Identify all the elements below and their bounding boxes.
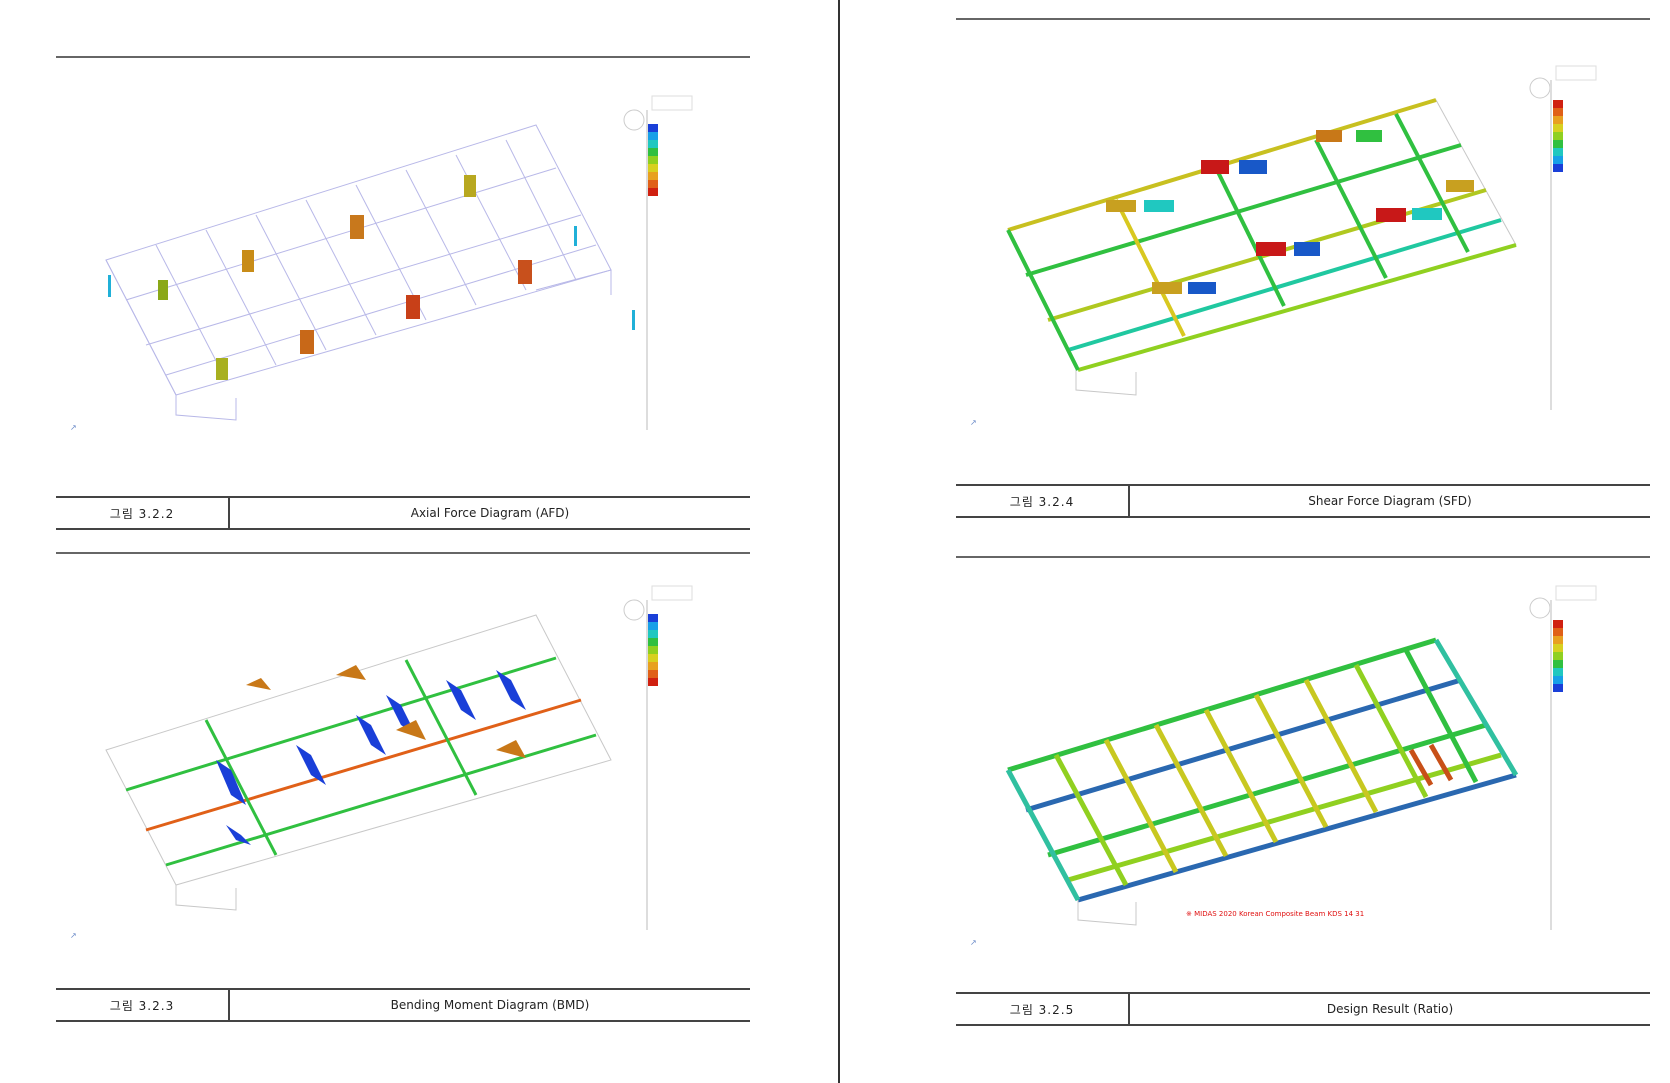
figure-bending-moment: ↗ — [56, 580, 750, 960]
caption-shear-force: 그림 3.2.4 Shear Force Diagram (SFD) — [956, 484, 1650, 518]
caption-number: 그림 3.2.5 — [956, 994, 1130, 1024]
ratio-legend — [1529, 585, 1597, 930]
mid-rule-left — [56, 552, 750, 554]
figure-axial-force: ↗ — [56, 90, 750, 470]
sfd-model-render: ↗ — [970, 65, 1597, 427]
bmd-model-render: ↗ — [70, 585, 693, 940]
bmd-moment-lobes — [216, 665, 526, 845]
bmd-legend — [623, 585, 693, 930]
bmd-axis-icon: ↗ — [70, 931, 77, 940]
sfd-members — [1006, 98, 1517, 372]
caption-number: 그림 3.2.3 — [56, 990, 230, 1020]
caption-number: 그림 3.2.2 — [56, 498, 230, 528]
afd-model-render: ↗ — [70, 95, 693, 432]
afd-legend — [623, 95, 693, 430]
top-rule-right — [956, 18, 1650, 20]
ratio-members — [1005, 637, 1519, 903]
mid-rule-right — [956, 556, 1650, 558]
caption-number: 그림 3.2.4 — [956, 486, 1130, 516]
caption-design-result: 그림 3.2.5 Design Result (Ratio) — [956, 992, 1650, 1026]
sfd-shear-patches — [1106, 130, 1474, 294]
figure-shear-force: ↗ — [956, 60, 1650, 440]
caption-title: Axial Force Diagram (AFD) — [410, 506, 570, 520]
figure-design-result: ※ MIDAS 2020 Korean Composite Beam KDS 1… — [956, 580, 1650, 960]
sfd-legend — [1529, 65, 1597, 410]
afd-column-markers — [108, 175, 635, 380]
afd-axis-icon: ↗ — [70, 423, 77, 432]
bmd-members — [125, 656, 597, 867]
caption-title: Shear Force Diagram (SFD) — [1308, 494, 1472, 508]
caption-title: Design Result (Ratio) — [1326, 1002, 1454, 1016]
top-rule-left — [56, 56, 750, 58]
caption-axial-force: 그림 3.2.2 Axial Force Diagram (AFD) — [56, 496, 750, 530]
page-divider — [838, 0, 840, 1083]
ratio-axis-icon: ↗ — [970, 938, 977, 947]
design-note: ※ MIDAS 2020 Korean Composite Beam KDS 1… — [1186, 910, 1364, 918]
sfd-axis-icon: ↗ — [970, 418, 977, 427]
caption-bending-moment: 그림 3.2.3 Bending Moment Diagram (BMD) — [56, 988, 750, 1022]
ratio-model-render: ※ MIDAS 2020 Korean Composite Beam KDS 1… — [970, 585, 1597, 947]
caption-title: Bending Moment Diagram (BMD) — [390, 998, 590, 1012]
